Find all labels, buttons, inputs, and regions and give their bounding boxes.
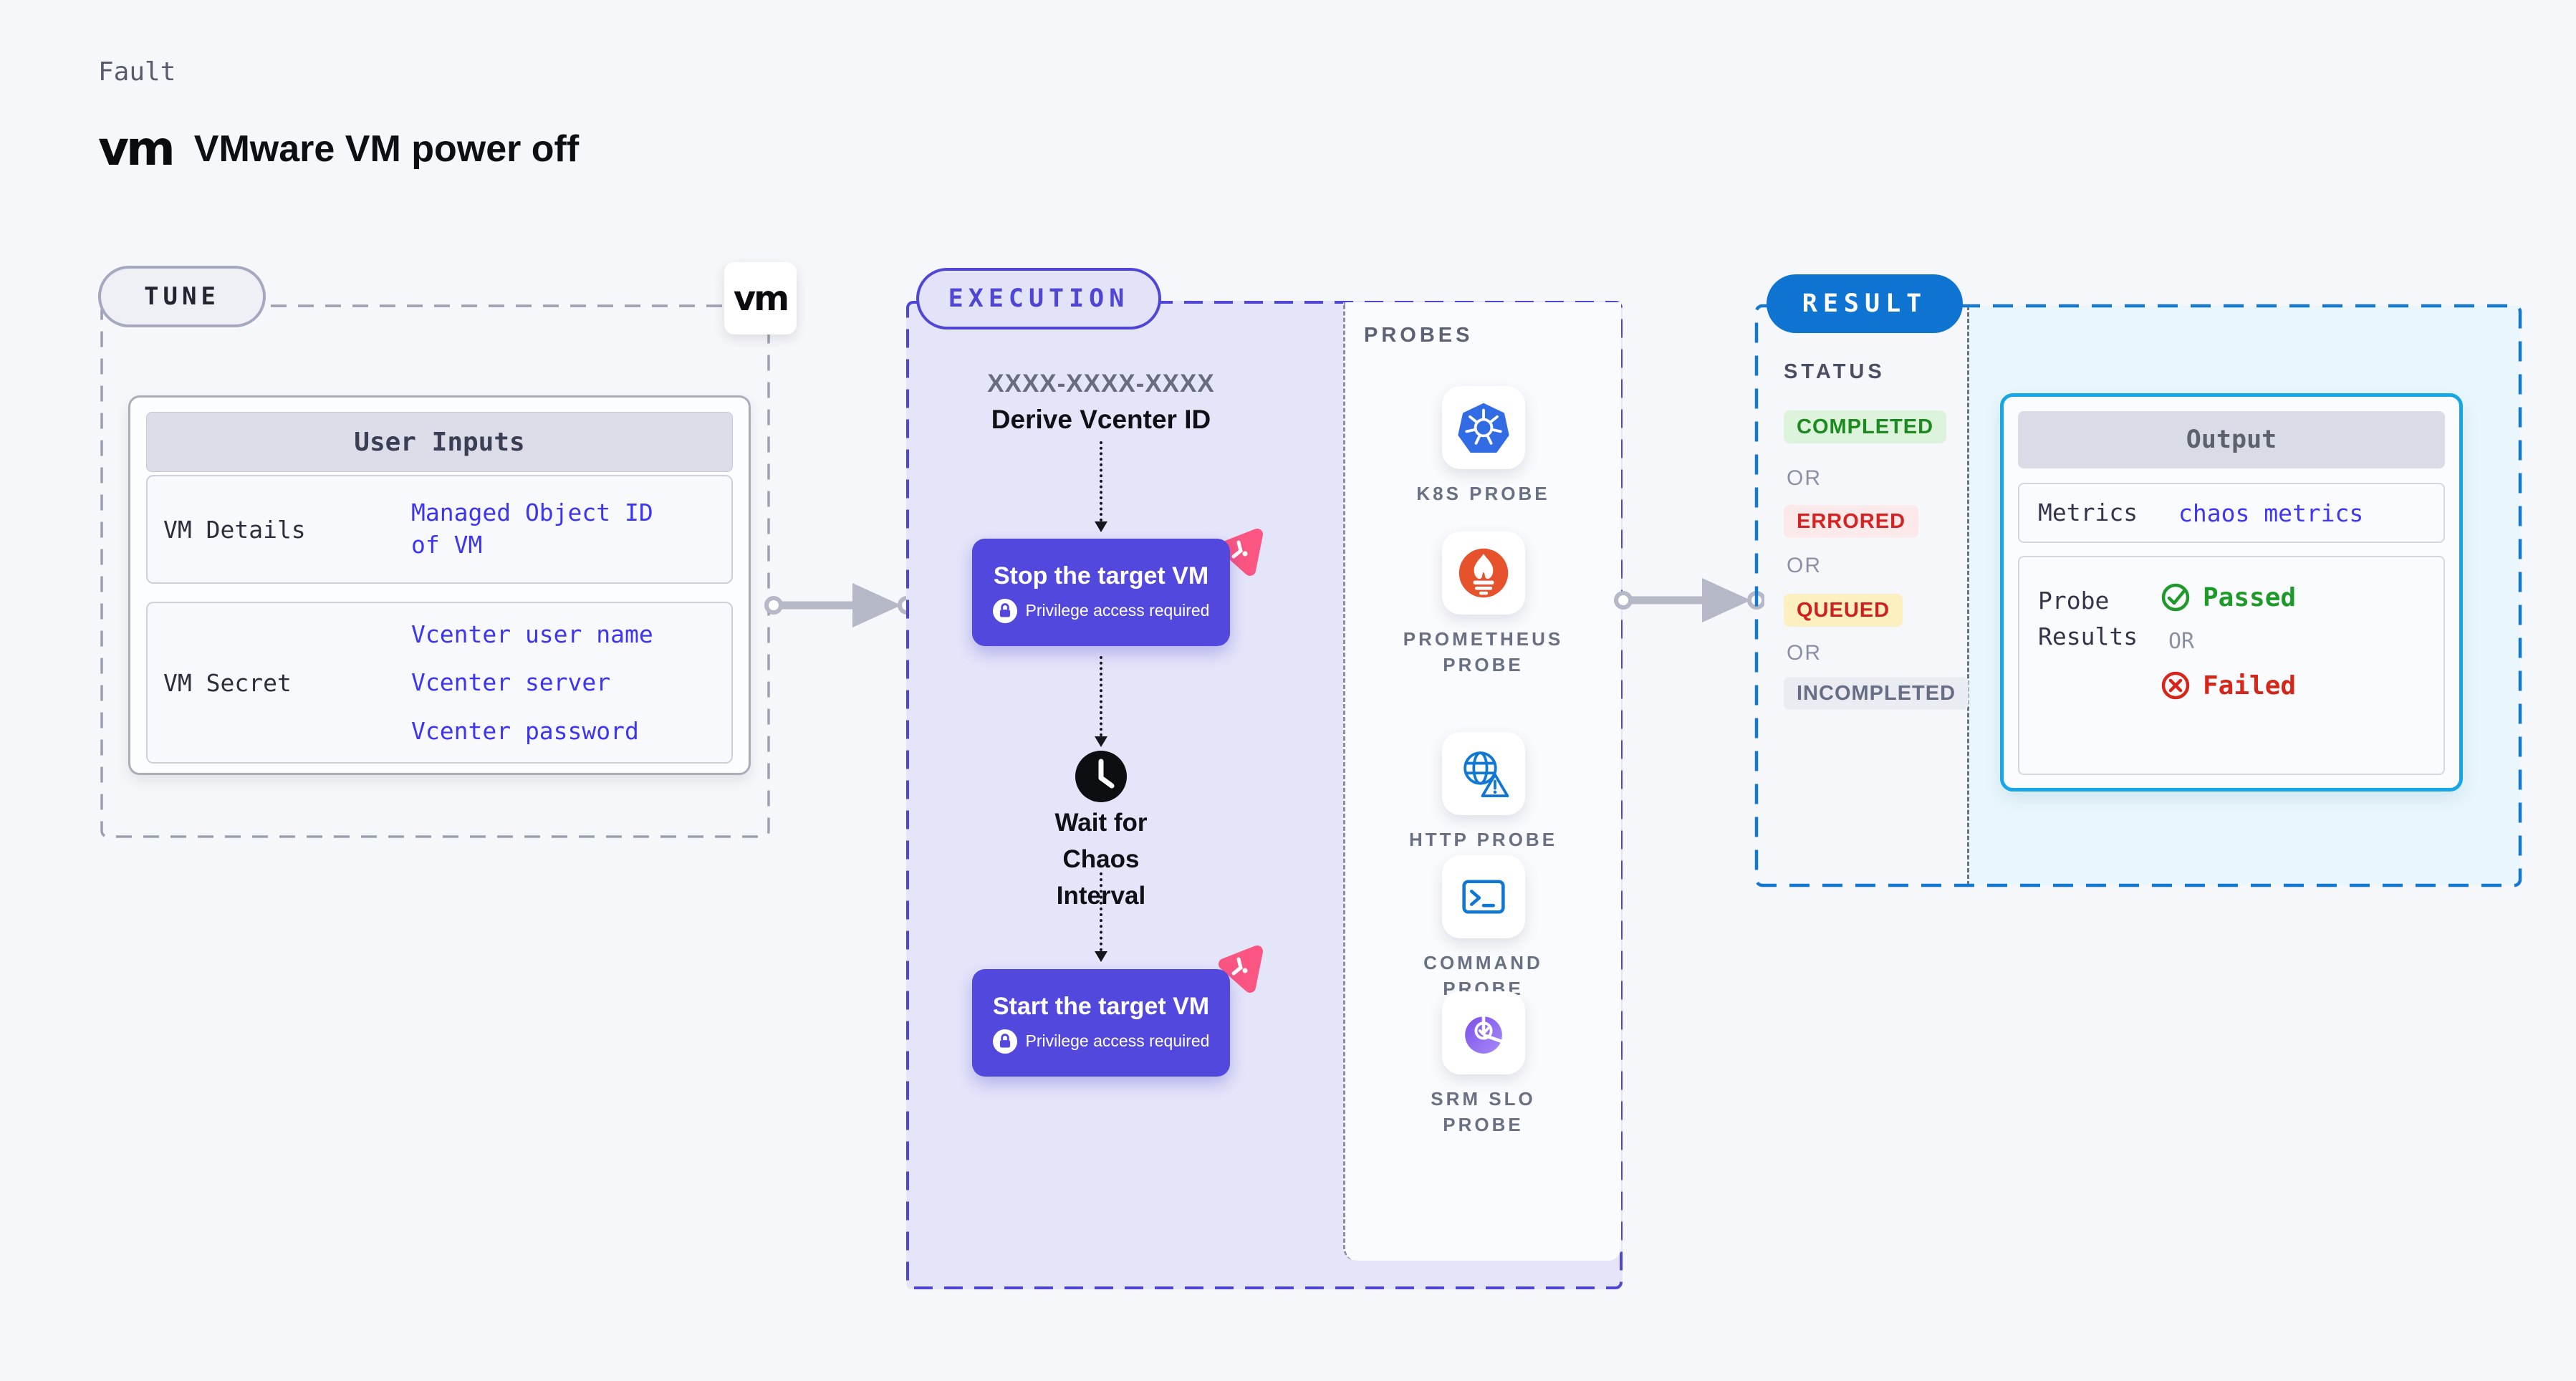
result-section-box: STATUS COMPLETED OR ERRORED OR QUEUED OR… [1754, 304, 2522, 887]
status-heading: STATUS [1784, 360, 1885, 383]
user-inputs-header: User Inputs [146, 412, 733, 472]
flow-connector [1100, 872, 1102, 951]
execution-flow: XXXX-XXXX-XXXX Derive Vcenter ID Stop th… [936, 301, 1266, 1289]
output-header: Output [2018, 411, 2445, 468]
stop-target-vm-node: Stop the target VM Privilege access requ… [972, 539, 1230, 646]
user-inputs-card: User Inputs VM Details Managed Object ID… [128, 395, 751, 775]
kubernetes-icon [1441, 386, 1525, 469]
flow-arrowhead-icon [1095, 951, 1107, 962]
http-globe-icon [1441, 732, 1525, 815]
derive-vcenter-code: XXXX-XXXX-XXXX [987, 370, 1215, 398]
probe-item-http: HTTP PROBE [1345, 732, 1621, 852]
probe-label: K8S PROBE [1416, 483, 1550, 504]
probe-item-srm-slo: SRM SLO PROBE [1345, 991, 1621, 1138]
stop-target-vm-label: Stop the target VM [993, 562, 1209, 590]
lock-icon [992, 598, 1017, 623]
derive-vcenter-label: Derive Vcenter ID [991, 405, 1211, 434]
metrics-row: Metrics chaos metrics [2018, 483, 2445, 543]
vmware-logo-icon: vm [98, 121, 176, 176]
start-target-vm-label: Start the target VM [992, 992, 1210, 1020]
tune-badge: TUNE [98, 266, 266, 327]
vm-secret-value: Vcenter user name Vcenter server Vcenter… [411, 620, 653, 745]
privilege-note: Privilege access required [992, 1029, 1210, 1054]
probe-item-prometheus: PROMETHEUS PROBE [1345, 531, 1621, 678]
check-circle-icon [2161, 583, 2190, 612]
srm-slo-icon [1441, 991, 1525, 1074]
failed-label: Failed [2203, 670, 2297, 701]
metrics-value: chaos metrics [2178, 499, 2364, 527]
privilege-note: Privilege access required [992, 598, 1210, 623]
privilege-note-text: Privilege access required [1025, 601, 1210, 620]
fault-kind-label: Fault [98, 57, 176, 87]
prometheus-icon [1441, 531, 1525, 615]
vm-secret-label: VM Secret [163, 668, 292, 697]
probe-label: SRM SLO PROBE [1431, 1088, 1536, 1136]
passed-line: Passed [2160, 582, 2296, 613]
failed-line: Failed [2160, 670, 2296, 701]
or-separator: OR [2168, 629, 2195, 654]
vm-details-label: VM Details [163, 515, 306, 544]
flow-arrowhead-icon [1095, 521, 1107, 532]
probe-item-command: COMMAND PROBE [1345, 855, 1621, 1002]
flow-connector [1100, 656, 1102, 736]
vmware-logo-icon: vm [733, 278, 789, 319]
page-title: VMware VM power off [193, 128, 580, 170]
vmware-card: vm [724, 262, 797, 335]
tune-to-execution-arrow-icon [764, 583, 915, 627]
probes-panel: PROBES [1343, 302, 1621, 1261]
flow-connector [1100, 441, 1102, 521]
terminal-icon [1441, 855, 1525, 938]
probe-label: HTTP PROBE [1408, 829, 1558, 850]
execution-badge: EXECUTION [916, 268, 1161, 329]
status-badge-incompleted: INCOMPLETED [1784, 677, 1969, 710]
result-badge: RESULT [1767, 274, 1963, 333]
probe-results-values: Passed OR Failed [2160, 557, 2296, 774]
output-card: Output Metrics chaos metrics Probe Resul… [2000, 393, 2463, 791]
vm-secret-row: VM Secret Vcenter user name Vcenter serv… [146, 602, 733, 764]
passed-label: Passed [2203, 582, 2297, 612]
vm-details-row: VM Details Managed Object ID of VM [146, 475, 733, 584]
probes-heading: PROBES [1364, 324, 1474, 347]
or-separator: OR [1787, 466, 1822, 490]
execution-section-box: XXXX-XXXX-XXXX Derive Vcenter ID Stop th… [906, 301, 1623, 1289]
metrics-label: Metrics [2038, 499, 2138, 527]
privilege-note-text: Privilege access required [1025, 1031, 1210, 1050]
probe-results-label: Probe Results [2038, 587, 2138, 650]
start-target-vm-node: Start the target VM Privilege access req… [972, 969, 1230, 1077]
wait-clock-icon [1075, 751, 1127, 802]
page-title-row: vm VMware VM power off [98, 125, 579, 173]
execution-to-result-arrow-icon [1614, 578, 1764, 622]
probe-item-k8s: K8S PROBE [1345, 386, 1621, 506]
x-circle-icon [2161, 671, 2190, 700]
vm-details-value: Managed Object ID of VM [411, 499, 653, 559]
probe-label: PROMETHEUS PROBE [1403, 628, 1564, 676]
probe-results-row: Probe Results Passed OR [2018, 556, 2445, 775]
status-badge-completed: COMPLETED [1784, 410, 1947, 443]
or-separator: OR [1787, 641, 1822, 665]
flow-arrowhead-icon [1095, 736, 1107, 747]
or-separator: OR [1787, 554, 1822, 577]
status-badge-errored: ERRORED [1784, 505, 1919, 538]
lock-icon [992, 1029, 1017, 1054]
status-badge-queued: QUEUED [1784, 594, 1903, 627]
